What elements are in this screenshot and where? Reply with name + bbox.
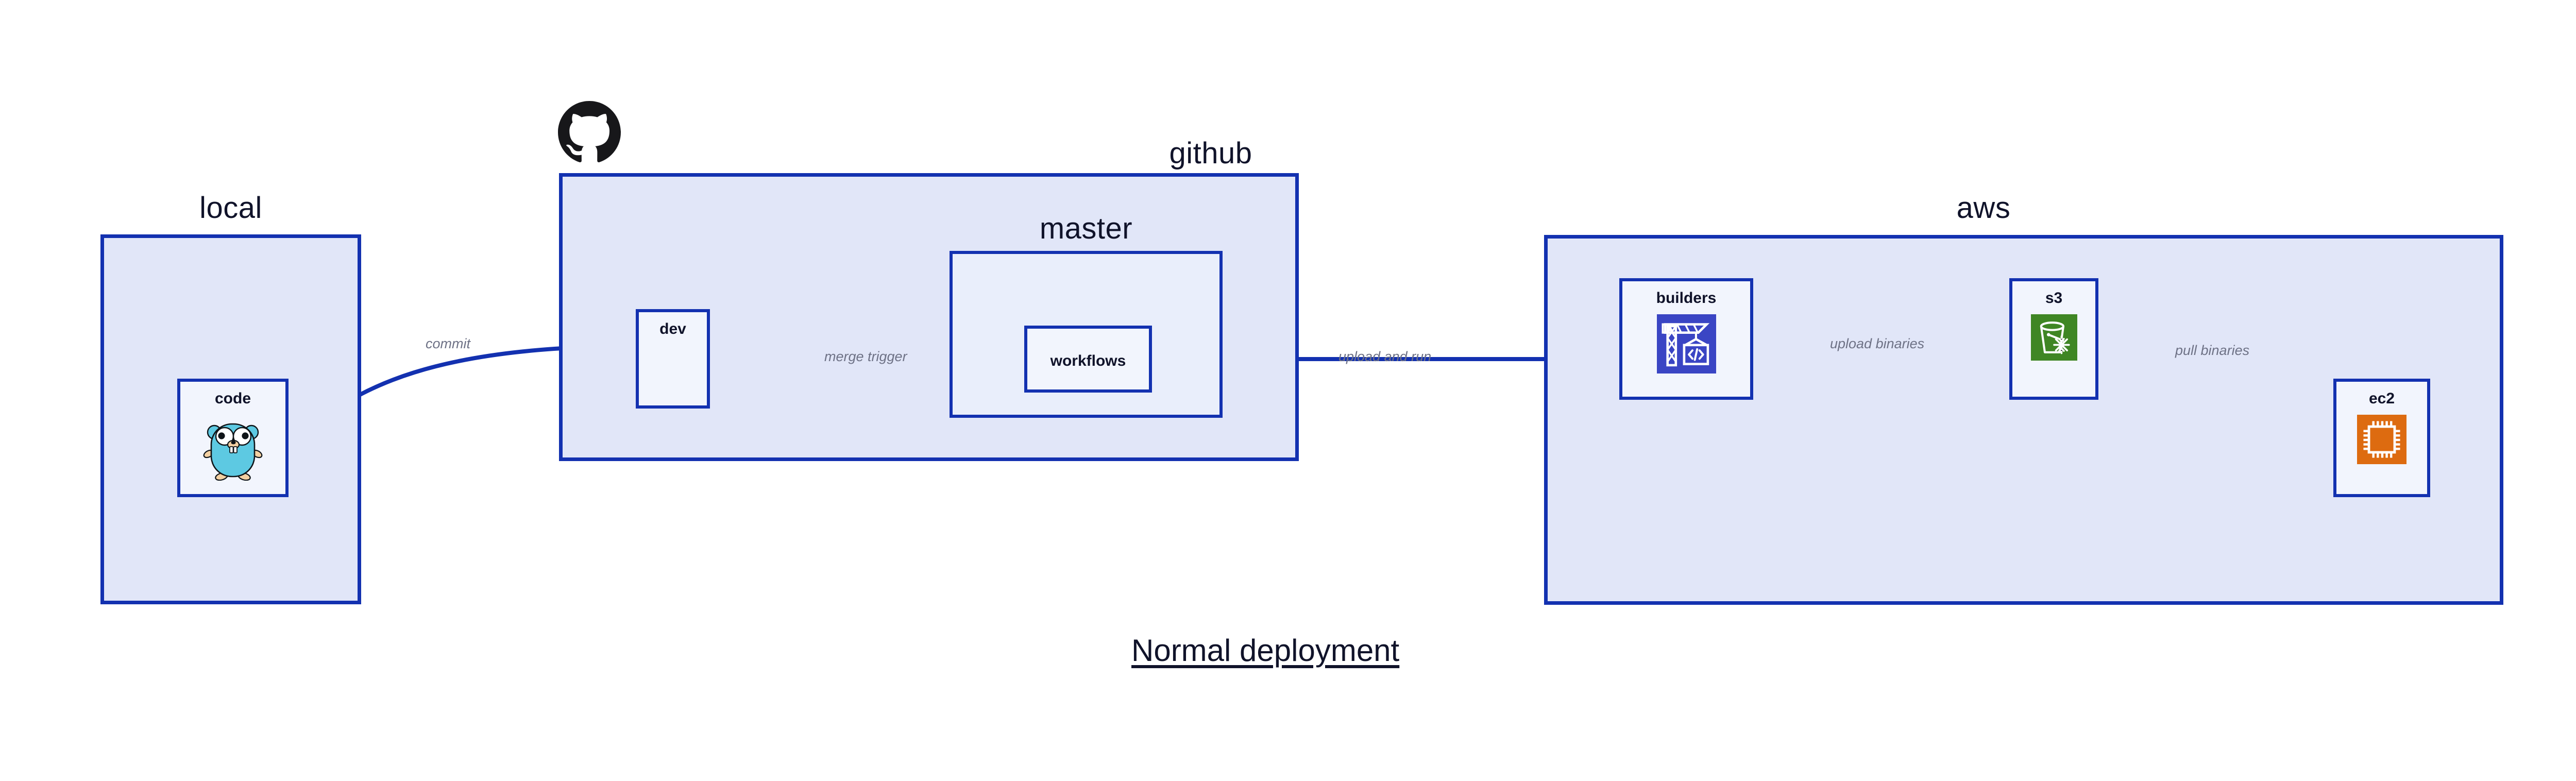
github-octocat-icon (558, 101, 621, 162)
github-octocat-logo (558, 99, 621, 166)
node-workflows[interactable]: workflows (1024, 326, 1152, 393)
node-ec2[interactable]: ec2 (2333, 379, 2430, 497)
edge-label-commit: commit (426, 336, 470, 351)
group-label-local: local (199, 191, 262, 225)
diagram-title: Normal deployment (1131, 633, 1400, 668)
node-label-builders: builders (1656, 290, 1717, 307)
node-builders[interactable]: builders (1619, 278, 1753, 400)
node-label-workflows: workflows (1050, 352, 1126, 369)
group-label-aws: aws (1956, 191, 2011, 225)
group-label-github: github (1169, 137, 1252, 170)
node-label-ec2: ec2 (2368, 390, 2395, 407)
go-gopher-icon (202, 415, 264, 481)
node-label-code: code (214, 390, 251, 407)
node-label-dev: dev (659, 320, 686, 337)
aws-codebuild-icon (1656, 314, 1716, 373)
subgroup-label-master: master (1039, 212, 1133, 245)
node-dev[interactable]: dev (636, 309, 710, 409)
node-label-s3: s3 (2045, 290, 2063, 307)
node-s3[interactable]: s3 (2009, 278, 2098, 400)
node-code[interactable]: code (177, 379, 289, 497)
edge-label-merge-trigger: merge trigger (824, 349, 907, 364)
edge-label-pull-binaries: pull binaries (2175, 343, 2250, 358)
aws-ec2-chip-icon (2357, 415, 2406, 464)
edge-label-upload-binaries: upload binaries (1830, 336, 1925, 351)
aws-s3-glacier-icon (2030, 314, 2077, 361)
edge-label-upload-and-run: upload and run (1338, 349, 1432, 364)
